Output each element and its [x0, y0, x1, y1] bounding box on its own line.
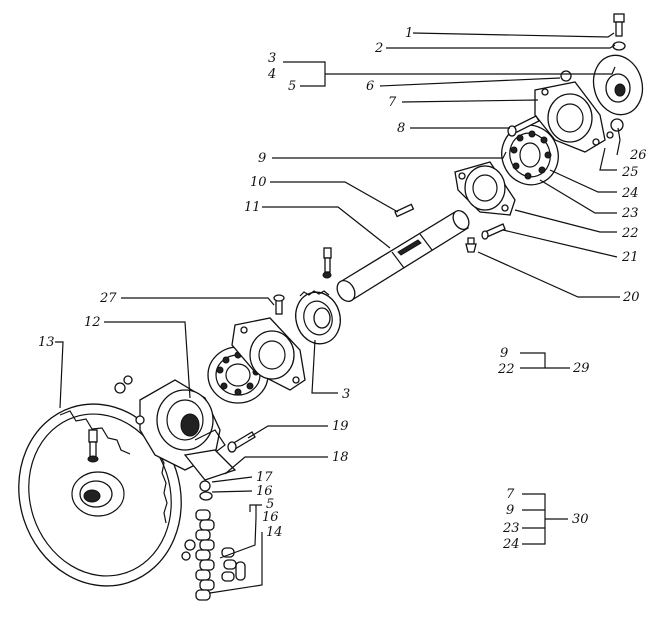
washer-stack: [199, 480, 213, 501]
group-30-item-23: 23: [502, 521, 520, 536]
end-cap: [592, 54, 644, 116]
callout-16: 16: [256, 484, 273, 499]
callout-24: 24: [621, 186, 639, 201]
lower-bearing-housing: [114, 375, 237, 481]
large-sprocket-wheel: [18, 403, 196, 587]
lower-flange-housing: [231, 317, 306, 391]
callout-12: 12: [84, 315, 101, 330]
leader-lines: [55, 32, 621, 594]
bolt-19: [227, 431, 256, 453]
callout-26: 26: [629, 148, 647, 163]
callout-22: 22: [621, 226, 639, 241]
callout-1: 1: [405, 26, 413, 41]
group-30-item-9: 9: [506, 503, 514, 518]
callout-7: 7: [388, 95, 397, 110]
callout-23: 23: [621, 206, 639, 221]
wheel-bolt: [87, 429, 99, 463]
callout-19: 19: [332, 419, 349, 434]
group-30-item-24: 24: [502, 537, 520, 552]
callout-6: 6: [366, 79, 374, 94]
callout-4: 4: [267, 67, 276, 82]
shaft-key: [394, 203, 415, 218]
side-nut: [606, 118, 624, 139]
group-29-item-9: 9: [500, 346, 508, 361]
callout-14: 14: [266, 525, 283, 540]
group-29-result: 29: [572, 361, 590, 376]
callout-27: 27: [99, 291, 117, 306]
callout-25: 25: [621, 165, 639, 180]
upper-bearing-housing: [454, 161, 516, 216]
top-bolt: [612, 13, 626, 51]
callout-3: 3: [268, 51, 276, 66]
callout-5-chain: 5: [266, 497, 274, 512]
group-30: 7 9 23 24 30: [502, 487, 589, 552]
small-nut: [560, 70, 572, 82]
callout-10: 10: [250, 175, 267, 190]
callout-21: 21: [621, 250, 639, 265]
callout-13: 13: [38, 335, 55, 350]
group-29: 9 22 29: [497, 346, 590, 377]
drive-shaft: [336, 210, 470, 302]
small-sprocket: [295, 290, 341, 345]
callout-16-chain: 16: [262, 510, 279, 525]
grease-fitting: [465, 237, 477, 253]
group-30-result: 30: [572, 512, 589, 527]
upper-bearing: [501, 124, 559, 186]
callout-18: 18: [332, 450, 349, 465]
callout-9: 9: [258, 151, 266, 166]
group-30-item-7: 7: [506, 487, 515, 502]
callout-8: 8: [397, 121, 405, 136]
callout-3-sprocket: 3: [342, 387, 350, 402]
callout-20: 20: [622, 290, 640, 305]
upper-flange-housing: [534, 81, 606, 153]
callout-5: 5: [288, 79, 296, 94]
callout-17: 17: [256, 470, 273, 485]
callout-labels: 1 2 3 4 5 6 7 8 9 10 11 27 12 13 3 19 18…: [38, 26, 647, 540]
roller-chain: [195, 509, 246, 601]
callout-11: 11: [244, 200, 261, 215]
callout-2: 2: [374, 41, 383, 56]
bolt-21: [481, 223, 506, 240]
group-29-item-22: 22: [497, 362, 515, 377]
housing-bolt: [273, 247, 332, 315]
